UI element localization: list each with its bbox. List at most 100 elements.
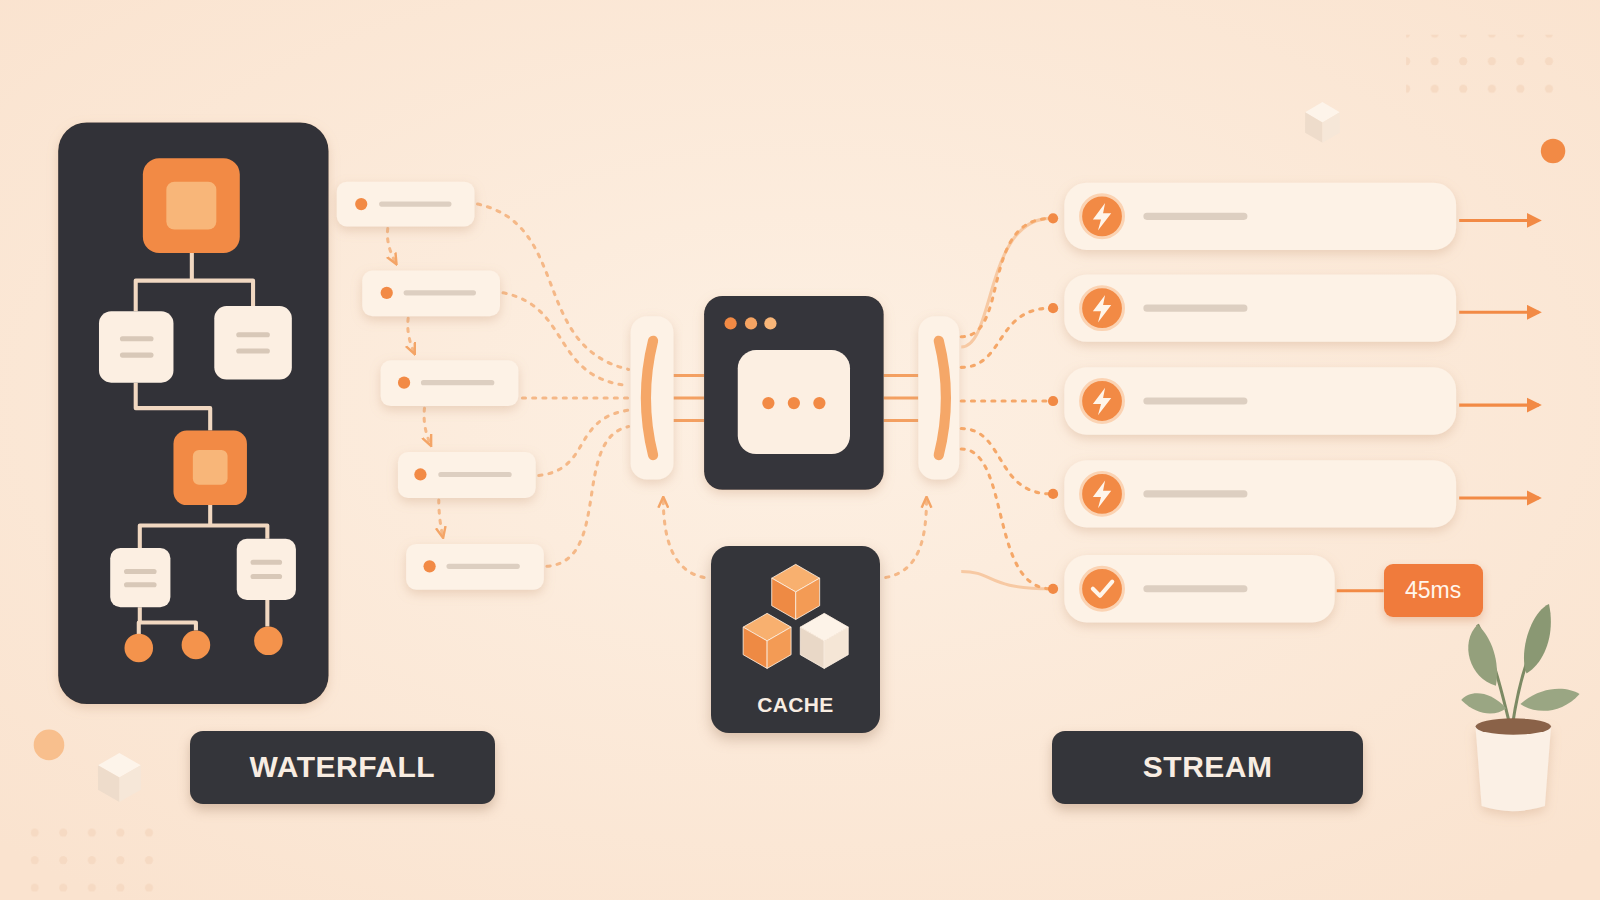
phone-panel [58,122,328,704]
phone-panel-part [182,631,211,660]
plant-part [1476,727,1552,812]
waterfall-list-part-part [478,204,629,369]
decoration-part [98,765,119,802]
plant-part [1524,604,1551,673]
center-processor-part-part [884,376,919,421]
center-processor-part [724,317,736,329]
decoration-part [1541,139,1565,163]
phone-panel-part [122,335,279,585]
waterfall-list-part-part [381,287,393,299]
cube-face [824,627,848,668]
waterfall-list-part [355,198,436,572]
stream-rows-part-part [1064,183,1456,250]
phone-panel-part [237,539,296,600]
phone-panel-part-part [136,253,253,311]
center-processor-part-part [886,498,927,578]
decoration-part [1322,112,1339,143]
stream-rows-part-part [1337,589,1384,592]
stream-rows-part-part [961,218,1051,336]
center-processor-part [738,350,850,454]
phone-panel-part [254,627,283,656]
phone-panel-part-part [136,383,210,431]
waterfall-list [337,182,629,590]
cube-face [801,627,825,668]
decoration-part [119,765,140,802]
stream-rows-part-part [1064,367,1456,434]
phone-panel-part [166,182,216,230]
decoration-part [1305,112,1322,143]
stream-rows-part-part [1459,219,1539,222]
phone-panel-part [214,306,292,379]
center-processor-part [646,341,653,455]
background-part [31,824,160,891]
cube-face [796,578,820,619]
stream-rows-part-part [1081,380,1124,423]
phone-panel-part [124,634,153,663]
stream-rows-part-part [1048,213,1058,223]
node-text: 45ms [1405,577,1461,604]
center-processor-part [764,317,776,329]
stream-rows-part-part [1459,311,1539,314]
stream-rows-part-part [1093,203,1111,231]
phone-panel-part-part [139,607,196,635]
waterfall-list-part-part [503,293,629,386]
waterfall-list-part-part [522,396,628,399]
stream-rows-part-part [1048,584,1058,594]
phone-panel-part [110,548,170,607]
stream-rows-part-part [961,308,1051,367]
node-text: STREAM [1143,750,1273,784]
section-label: WATERFALL [190,731,495,804]
plant-part [1520,689,1579,711]
waterfall-list-part [382,204,518,566]
center-processor-part-part [663,498,704,578]
phone-panel-part [143,158,240,253]
cube-face [743,627,767,668]
cache-box: CACHE [711,546,879,733]
stream-rows-part [1147,216,1244,588]
stream-rows-part-part [1081,567,1124,610]
stream-rows-part-part [1093,388,1111,416]
cube-face [767,627,791,668]
stream-rows-part [1048,213,1058,594]
waterfall-list-part [337,182,544,590]
stream-rows-part-part [1064,274,1456,341]
stream-rows-part-part [1081,472,1124,515]
waterfall-list-part-part [408,318,415,353]
waterfall-list-part-part [398,377,410,389]
phone-panel-part [173,431,246,505]
waterfall-list-part-part [387,229,396,264]
stream-rows-part-part [1093,295,1111,323]
section-label: STREAM [1052,731,1363,804]
decoration-part [34,730,65,761]
center-processor-part [704,296,884,490]
stream-rows-part [1093,582,1112,596]
stream-rows-part-part [1048,303,1058,313]
stream-rows-part-part [1459,404,1539,407]
waterfall-list-part-part [414,468,426,480]
waterfall-list-part-part [423,560,435,572]
stream-rows-part [1081,195,1124,610]
center-processor-part [918,316,959,479]
phone-panel-part [193,450,228,485]
plant-part [1476,718,1552,734]
stream-rows-part-part [1048,396,1058,406]
stream-rows-part-part [961,429,1051,494]
waterfall-list-part-part [547,427,629,567]
center-processor-part [813,397,825,409]
stream-rows-part-part [1081,195,1124,238]
node-text: WATERFALL [250,750,436,784]
center-processor-part [745,317,757,329]
waterfall-list-part-part [382,204,518,566]
stream-rows-part [1093,203,1111,508]
node-text: CACHE [757,693,833,717]
stream-rows-part-part [1093,481,1111,509]
stream-rows-part [961,218,1051,588]
phone-panel-part-part [122,339,151,355]
plant [1461,604,1579,811]
phone-panel-part [99,311,173,382]
phone-panel-part-part [265,600,269,627]
waterfall-list-part-part [439,500,443,537]
